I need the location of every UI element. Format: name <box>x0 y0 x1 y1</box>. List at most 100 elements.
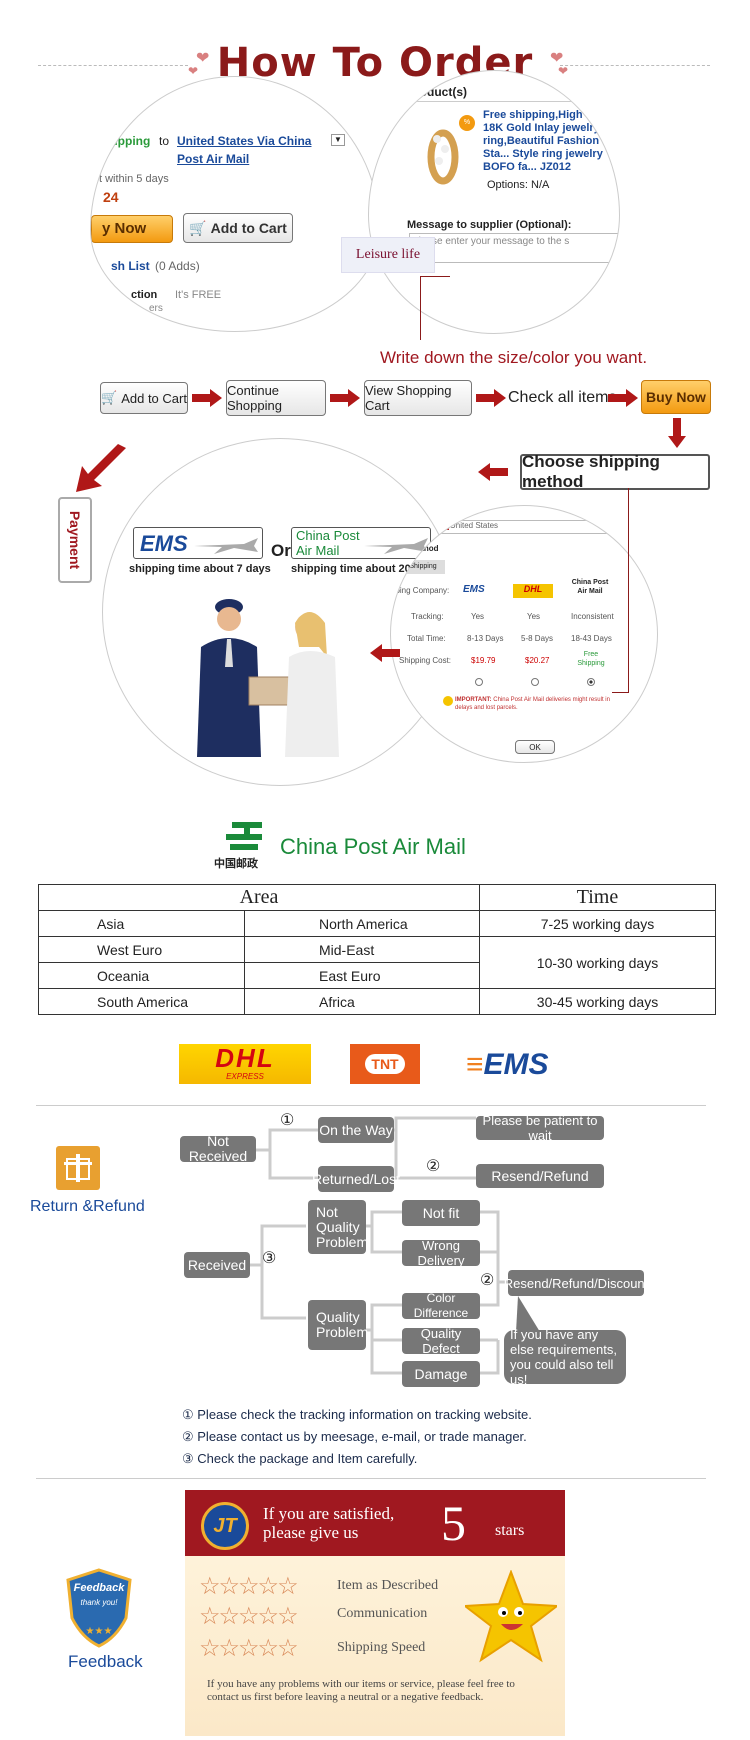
method-heading: ping Method <box>391 544 439 553</box>
note-2: ② Please contact us by meesage, e-mail, … <box>182 1429 527 1444</box>
plane-icon <box>194 538 258 554</box>
quality-box: Quality Problem <box>308 1300 368 1350</box>
stars-word: stars <box>495 1522 525 1539</box>
shipping-tab[interactable]: Shipping <box>401 560 445 574</box>
arrow-right-icon <box>330 389 360 407</box>
plane-icon <box>364 538 428 554</box>
heart-icon: ❤ <box>188 64 199 78</box>
tnt-text: TNT <box>365 1054 405 1074</box>
feedback-footer: If you have any problems with our items … <box>207 1678 515 1703</box>
arrow-left-icon <box>478 463 508 481</box>
dhl-cost: $20.27 <box>525 656 550 665</box>
note-1: ① Please check the tracking information … <box>182 1407 532 1422</box>
ems-logo: ≡EMS <box>466 1048 549 1081</box>
damage-box: Damage <box>402 1361 480 1387</box>
protection-label: ction <box>131 289 158 301</box>
area-cell: West Euro <box>38 936 245 963</box>
leisure-label: Leisure life <box>341 237 435 273</box>
step-view-cart[interactable]: View Shopping Cart <box>364 380 472 416</box>
to-label: to <box>159 134 170 148</box>
received-box: Received <box>184 1252 250 1278</box>
step-continue-shopping[interactable]: Continue Shopping <box>226 380 326 416</box>
shop-logo: JT <box>201 1502 249 1550</box>
five-stars-icon: ☆☆☆☆☆ <box>199 1603 299 1630</box>
arrow-down-left-icon <box>76 444 126 492</box>
buy-now-button[interactable]: y Now <box>91 215 173 243</box>
feedback-shield-icon <box>66 1568 132 1648</box>
connector-line <box>628 488 629 692</box>
ems-tracking: Yes <box>471 612 485 621</box>
ems-text: EMS <box>483 1048 549 1081</box>
refund-notes: ① Please check the tracking information … <box>182 1404 532 1470</box>
dhl-radio[interactable] <box>531 678 539 686</box>
step-buy-now[interactable]: Buy Now <box>641 380 711 414</box>
wish-list-link[interactable]: sh List <box>111 259 150 273</box>
five-stars-icon: ☆☆☆☆☆ <box>199 1635 299 1662</box>
dhl-sub: EXPRESS <box>226 1072 264 1081</box>
or-label: Or <box>271 541 291 560</box>
divider <box>36 1478 706 1479</box>
delivery-days: t within 5 days <box>99 173 169 185</box>
shipping-label: hipping <box>107 134 151 148</box>
wrong-delivery-box: Wrong Delivery <box>402 1238 480 1268</box>
heart-icon: ❤ <box>196 50 210 67</box>
bubble-tail <box>516 1296 540 1332</box>
dhl-text: DHL <box>215 1043 275 1073</box>
arrow-right-icon <box>476 389 506 407</box>
area-cell: North America <box>244 910 480 937</box>
shipping-link[interactable]: United States Via China Post Air Mail <box>177 134 312 166</box>
ring-image <box>415 119 471 189</box>
choose-shipping-box: Choose shipping method <box>520 452 710 491</box>
country-select[interactable]: United States <box>435 520 615 534</box>
arrow-left-icon <box>370 644 400 662</box>
satisfied-text: If you are satisfied,please give us <box>263 1504 394 1542</box>
order-form-circle: Product(s) % Free shipping,High Qua... 1… <box>368 70 620 334</box>
product-title[interactable]: Free shipping,High Qua... 18K Gold Inlay… <box>483 109 617 173</box>
ems-logo-box: EMS <box>133 527 263 559</box>
add-to-cart-label: Add to Cart <box>210 220 287 236</box>
rating-item: Shipping Speed <box>337 1640 426 1655</box>
add-to-cart-button[interactable]: 🛒Add to Cart <box>183 213 293 243</box>
connector-line <box>420 276 450 277</box>
not-fit-box: Not fit <box>402 1200 480 1226</box>
tracking-label: Tracking: <box>411 612 444 621</box>
china-post-logo-box: China Post Air Mail <box>291 527 431 559</box>
dhl-col: DHL <box>513 584 553 598</box>
ems-logo: EMS <box>140 531 188 556</box>
dhl-logo: DHL EXPRESS <box>179 1044 311 1084</box>
quality-defect-box: Quality Defect <box>402 1326 480 1356</box>
smiling-star-icon <box>465 1570 557 1663</box>
flag-icon <box>439 522 449 530</box>
options-label: Options: <box>487 179 528 191</box>
china-post-logo: China Post Air Mail <box>296 528 360 558</box>
step-add-to-cart[interactable]: 🛒Add to Cart <box>100 382 188 414</box>
cost-label: Shipping Cost: <box>399 656 452 665</box>
not-quality-box: Not Quality Problem <box>308 1200 368 1254</box>
important-label: IMPORTANT: <box>455 697 492 703</box>
step-number-2: ② <box>480 1272 495 1289</box>
feedback-label: Feedback <box>68 1652 143 1671</box>
company-label: pping Company: <box>391 586 450 595</box>
step-number-2: ② <box>426 1158 441 1175</box>
chinapost-col: China Post Air Mail <box>571 579 609 595</box>
ok-button[interactable]: OK <box>515 740 555 754</box>
sale-badge-icon: % <box>459 115 475 131</box>
delivery-people-image <box>197 599 339 757</box>
options-value: N/A <box>531 179 550 191</box>
area-cell: South America <box>38 988 245 1015</box>
ems-radio[interactable] <box>475 678 483 686</box>
not-received-box: Not Received <box>180 1134 256 1164</box>
on-the-way-box: On the Way <box>318 1117 394 1143</box>
dhl-time: 5-8 Days <box>521 634 554 643</box>
size-color-note: Write down the size/color you want. <box>380 348 648 367</box>
ems-col: EMS <box>463 584 485 595</box>
feedback-badge-sub: thank you! <box>80 1598 118 1607</box>
dropdown-icon[interactable]: ▼ <box>331 134 345 146</box>
time-cell: 30-45 working days <box>479 988 716 1015</box>
price: 24 <box>103 189 119 205</box>
time-header: Time <box>479 884 716 911</box>
rating-item: Communication <box>337 1606 428 1621</box>
cp-radio[interactable] <box>587 678 595 686</box>
